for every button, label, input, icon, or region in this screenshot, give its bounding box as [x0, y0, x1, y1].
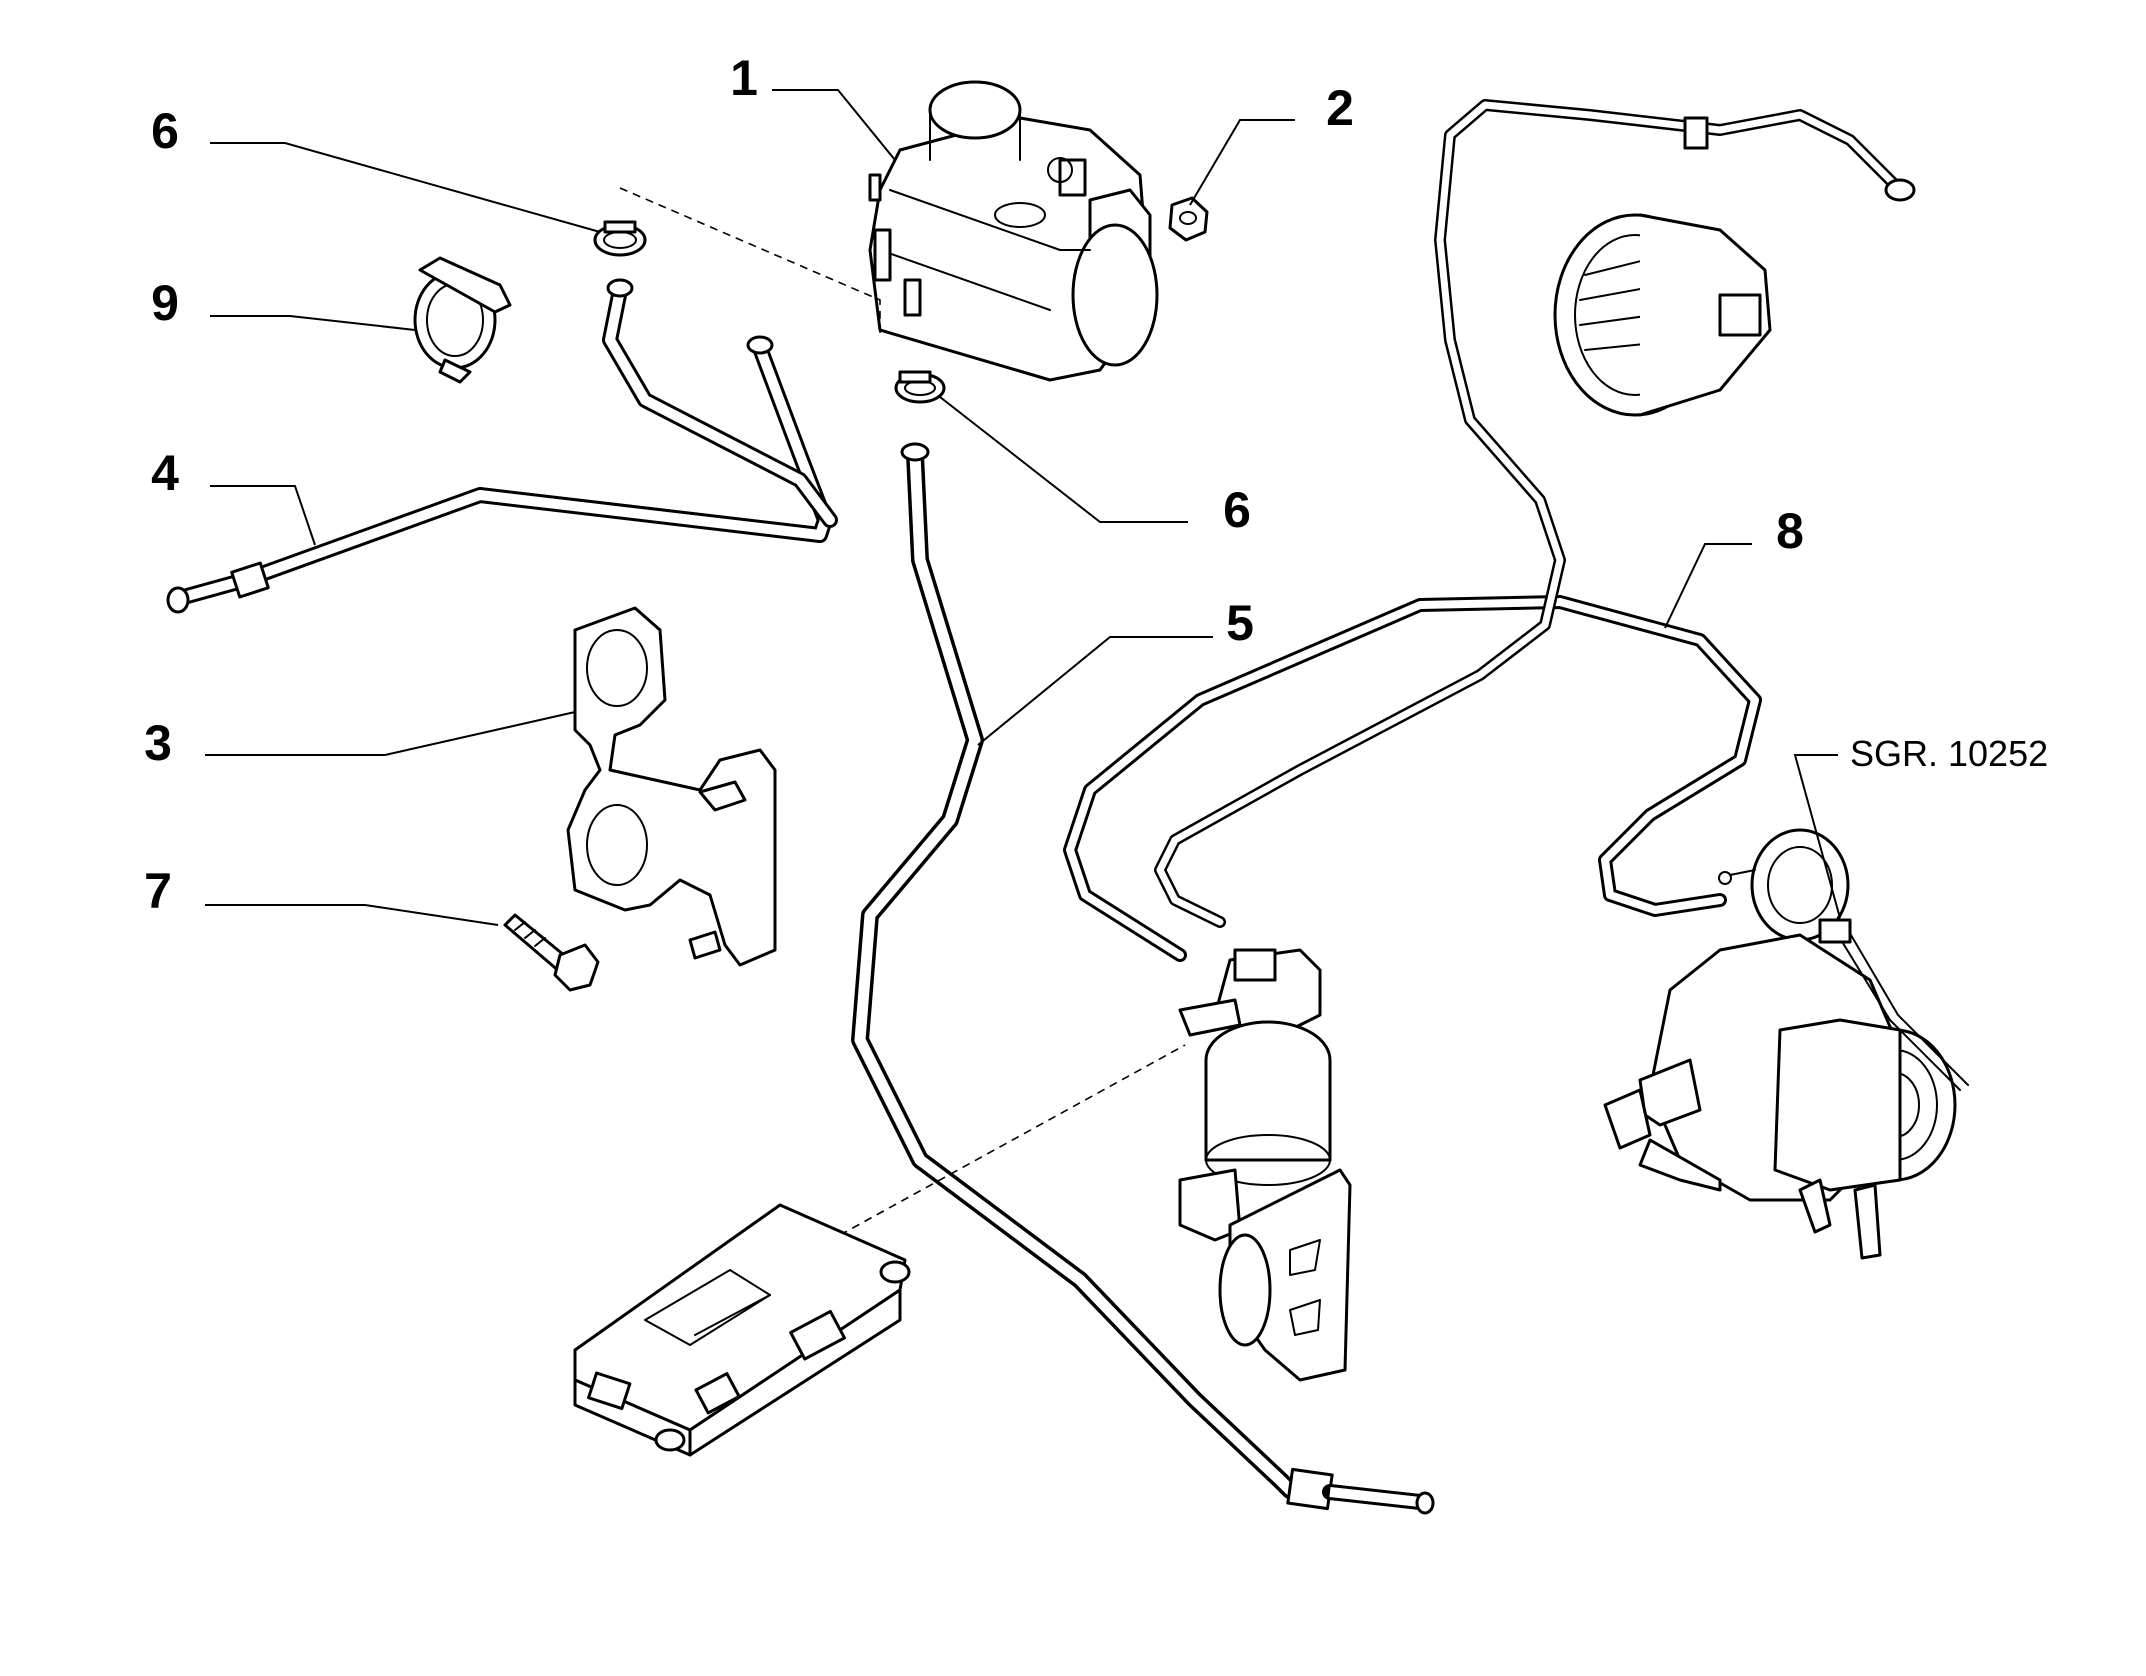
leader-2: [1189, 119, 1295, 206]
part-7-bolt: [503, 913, 600, 992]
turbocharger: [1603, 828, 1969, 1260]
part-2-nut: [1168, 196, 1209, 242]
callout-7: 7: [144, 863, 172, 919]
part-8-hoses: [1063, 99, 1916, 962]
assembly-dashed-line-clamp: [619, 187, 881, 335]
leader-5: [977, 636, 1213, 746]
leader-9: [210, 315, 416, 331]
callout-2: 2: [1326, 80, 1354, 136]
callout-labels: 1 2 6 9 4 6 8 5 3 7 SGR. 10252: [144, 50, 2048, 919]
part-1-egr-valve-body: [868, 80, 1159, 382]
callout-6-lower: 6: [1223, 482, 1251, 538]
leader-3: [205, 711, 576, 756]
leader-6-lower: [939, 396, 1188, 523]
part-9-collar-clamp: [413, 256, 512, 384]
assembly-dashed-line-ecu: [839, 1044, 1186, 1236]
electronic-control-unit: [573, 1203, 911, 1457]
vacuum-solenoid-valve: [1553, 213, 1772, 417]
leader-6-upper: [210, 142, 601, 233]
callout-9: 9: [151, 275, 179, 331]
part-3-gasket: [566, 606, 777, 967]
leader-1: [772, 89, 896, 161]
egr-valve-lower: [1178, 948, 1352, 1382]
leader-8: [1664, 543, 1752, 629]
part-4-vacuum-hose: [166, 278, 838, 614]
leader-4: [210, 485, 316, 546]
callout-1: 1: [730, 50, 758, 106]
callout-5: 5: [1226, 595, 1254, 651]
reference-code: SGR. 10252: [1850, 733, 2048, 774]
leader-ref-code: [1793, 754, 1841, 919]
callout-4: 4: [151, 445, 179, 501]
part-5-long-hose: [851, 442, 1435, 1515]
leader-7: [205, 904, 499, 926]
leader-lines: [205, 89, 1841, 926]
callout-3: 3: [144, 715, 172, 771]
part-6-hose-clamp-upper: [593, 220, 647, 257]
callout-8: 8: [1776, 503, 1804, 559]
callout-6-upper: 6: [151, 103, 179, 159]
part-6-hose-clamp-lower: [894, 370, 946, 404]
